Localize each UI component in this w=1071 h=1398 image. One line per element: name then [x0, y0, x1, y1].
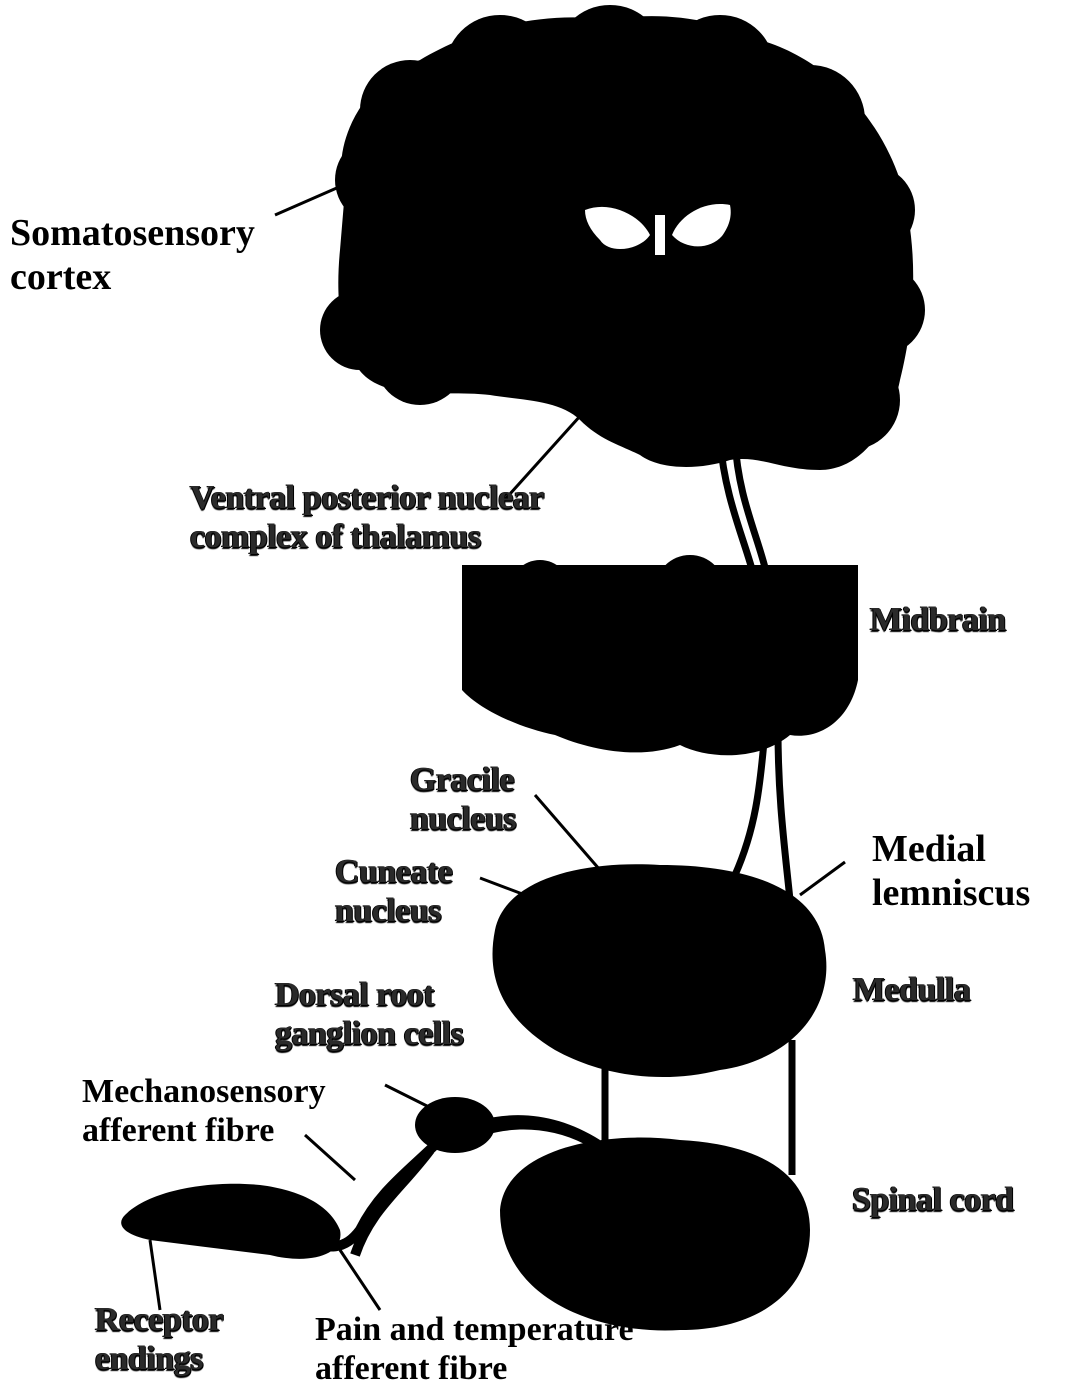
ventral-posterior-label: Ventral posterior nuclear complex of tha… — [190, 478, 544, 556]
label-line: Mechanosensory — [82, 1072, 326, 1111]
label-line: Midbrain — [870, 600, 1006, 639]
label-line: complex of thalamus — [190, 517, 544, 556]
label-line: endings — [95, 1339, 223, 1378]
label-line: afferent fibre — [82, 1111, 326, 1150]
medial-lemniscus-label: Medial lemniscus — [872, 828, 1030, 915]
dorsal-root-label: Dorsal root ganglion cells — [275, 975, 464, 1053]
spinal-cord-shape — [500, 1138, 810, 1331]
mechanosensory-label: Mechanosensory afferent fibre — [82, 1072, 326, 1150]
label-line: Receptor — [95, 1300, 223, 1339]
receptor-endings-label: Receptor endings — [95, 1300, 223, 1378]
receptor-endings-shape — [121, 1184, 340, 1259]
gracile-nucleus-label: Gracile nucleus — [410, 760, 516, 838]
label-line: Spinal cord — [852, 1180, 1014, 1219]
label-line: afferent fibre — [315, 1349, 634, 1388]
label-line: Pain and temperature — [315, 1310, 634, 1349]
pain-temperature-label: Pain and temperature afferent fibre — [315, 1310, 634, 1388]
label-line: ganglion cells — [275, 1014, 464, 1053]
midbrain-shape — [462, 555, 858, 755]
label-line: Ventral posterior nuclear — [190, 478, 544, 517]
label-line: Somatosensory — [10, 212, 255, 256]
cuneate-nucleus-label: Cuneate nucleus — [335, 852, 452, 930]
label-line: nucleus — [335, 891, 452, 930]
midbrain-label: Midbrain — [870, 600, 1006, 639]
label-line: Medulla — [853, 970, 970, 1009]
somatosensory-cortex-label: Somatosensory cortex — [10, 212, 255, 299]
dorsal-root-ganglion — [415, 1097, 600, 1153]
label-line: Cuneate — [335, 852, 452, 891]
label-line: Dorsal root — [275, 975, 464, 1014]
medulla-shape — [493, 864, 827, 1077]
label-line: Medial — [872, 828, 1030, 872]
label-line: nucleus — [410, 799, 516, 838]
medulla-label: Medulla — [853, 970, 970, 1009]
label-line: cortex — [10, 256, 255, 300]
label-line: Gracile — [410, 760, 516, 799]
spinal-cord-label: Spinal cord — [852, 1180, 1014, 1219]
label-line: lemniscus — [872, 872, 1030, 916]
